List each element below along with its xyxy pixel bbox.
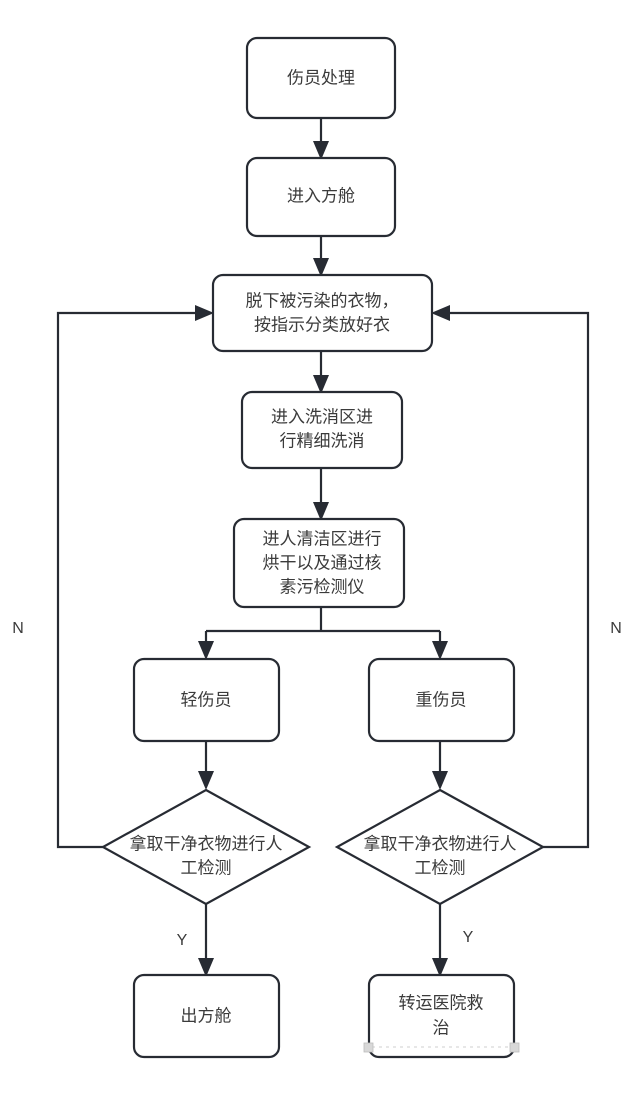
node-label: 重伤员 <box>416 690 467 709</box>
edge-n7-n9 <box>432 741 448 790</box>
node-label-line-1: 进人清洁区进行 <box>263 529 382 548</box>
node-box[interactable] <box>367 657 516 743</box>
edge-n1-n2 <box>313 118 329 160</box>
node-box[interactable] <box>245 156 397 238</box>
arrowhead-icon <box>431 305 450 321</box>
edge-n8-n10 <box>198 904 214 977</box>
node-exit-cabin[interactable]: 出方舱 <box>132 973 281 1059</box>
node-label-line-2: 按指示分类放好衣 <box>254 315 390 334</box>
node-box[interactable] <box>240 390 404 470</box>
arrowhead-icon <box>432 958 448 977</box>
selection-handle-bottom-right[interactable] <box>509 1042 520 1053</box>
arrowhead-icon <box>313 141 329 160</box>
selection-handle-bottom-left[interactable] <box>363 1042 374 1053</box>
arrowhead-icon <box>198 771 214 790</box>
decision-manual-check-light[interactable]: 拿取干净衣物进行人 工检测 <box>100 788 312 906</box>
node-label-line-3: 素污检测仪 <box>280 577 365 596</box>
arrowhead-icon <box>198 641 214 660</box>
node-label: 进入方舱 <box>287 186 355 205</box>
node-lightly-injured[interactable]: 轻伤员 <box>132 657 281 743</box>
decision-label-line-1: 拿取干净衣物进行人 <box>130 833 283 853</box>
node-enter-cabin[interactable]: 进入方舱 <box>245 156 397 238</box>
node-label: 伤员处理 <box>287 68 355 87</box>
edge-n5-split <box>198 607 448 660</box>
node-layer: 伤员处理 进入方舱 脱下被污染的衣物， 按指示分类放好衣 进入洗消区进 行精细洗… <box>100 36 546 1059</box>
arrowhead-icon <box>198 958 214 977</box>
edge-label-n-left: N <box>12 620 24 637</box>
arrowhead-icon <box>313 502 329 521</box>
edge-n3-n4 <box>313 351 329 394</box>
edge-path-loop-right <box>444 311 590 849</box>
arrowhead-icon <box>313 375 329 394</box>
decision-label-line-1: 拿取干净衣物进行人 <box>364 833 517 853</box>
node-transfer-to-hospital[interactable]: 转运医院救 治 <box>363 973 520 1059</box>
edge-label-layer: N N Y Y <box>12 620 622 949</box>
node-label-line-2: 治 <box>433 1018 450 1037</box>
edge-n4-n5 <box>313 468 329 521</box>
edge-n6-n8 <box>198 741 214 790</box>
node-clean-zone-drying-detection[interactable]: 进人清洁区进行 烘干以及通过核 素污检测仪 <box>232 517 406 609</box>
arrowhead-icon <box>195 305 214 321</box>
node-remove-contaminated-clothing[interactable]: 脱下被污染的衣物， 按指示分类放好衣 <box>211 273 434 353</box>
arrowhead-icon <box>432 771 448 790</box>
node-label: 轻伤员 <box>181 690 232 709</box>
arrowhead-icon <box>313 258 329 277</box>
node-box[interactable] <box>367 973 516 1059</box>
node-label-line-2: 烘干以及通过核 <box>263 553 382 572</box>
decision-label-line-2: 工检测 <box>181 858 232 877</box>
node-box[interactable] <box>132 657 281 743</box>
decision-manual-check-severe[interactable]: 拿取干净衣物进行人 工检测 <box>334 788 546 906</box>
edge-n9-n3-loop-right <box>431 305 590 849</box>
edge-label-y-left: Y <box>177 932 188 949</box>
node-label-line-1: 进入洗消区进 <box>271 407 373 426</box>
node-label: 出方舱 <box>181 1006 232 1025</box>
edge-layer <box>56 118 590 977</box>
edge-path-loop-left <box>56 311 202 849</box>
edge-label-y-right: Y <box>463 929 474 946</box>
edge-n8-n3-loop-left <box>56 305 214 849</box>
node-label-line-1: 转运医院救 <box>399 993 484 1012</box>
node-label-line-2: 行精细洗消 <box>280 431 365 450</box>
edge-label-n-right: N <box>610 620 622 637</box>
node-severely-injured[interactable]: 重伤员 <box>367 657 516 743</box>
node-box[interactable] <box>132 973 281 1059</box>
node-label-line-1: 脱下被污染的衣物， <box>246 291 399 310</box>
node-box[interactable] <box>211 273 434 353</box>
decision-diamond[interactable] <box>100 788 312 906</box>
node-decontamination-zone[interactable]: 进入洗消区进 行精细洗消 <box>240 390 404 470</box>
arrowhead-icon <box>432 641 448 660</box>
edge-n9-n11 <box>432 904 448 977</box>
edge-n2-n3 <box>313 236 329 277</box>
node-casualty-handling[interactable]: 伤员处理 <box>245 36 397 120</box>
decision-label-line-2: 工检测 <box>415 858 466 877</box>
node-box[interactable] <box>245 36 397 120</box>
node-box[interactable] <box>232 517 406 609</box>
decision-diamond[interactable] <box>334 788 546 906</box>
